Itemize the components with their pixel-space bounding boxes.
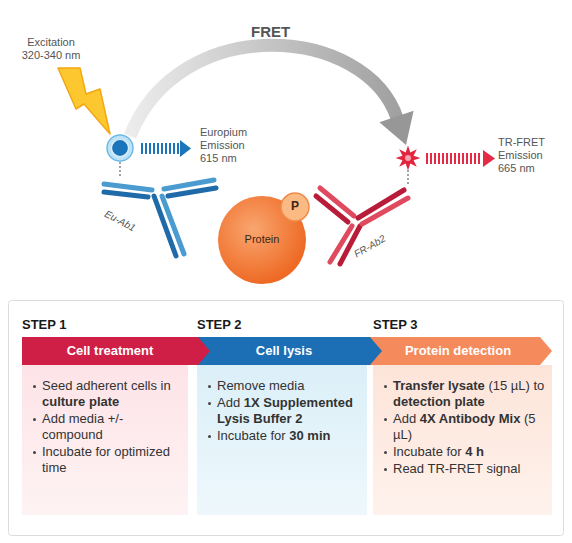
protein-label: Protein xyxy=(217,233,307,246)
bullet-list: Transfer lysate (15 µL) to detection pla… xyxy=(373,365,552,478)
emission-label: TR-FRET Emission 665 nm xyxy=(498,136,556,175)
bullet-text: Seed adherent cells in culture plate xyxy=(42,378,182,410)
acceptor-star: TR-FRET Emission 665 nm xyxy=(396,146,420,170)
bullet-text: Incubate for optimized time xyxy=(42,444,182,476)
protein-circle: Protein P xyxy=(217,195,307,285)
bullet-text: Add 1X Supplemented Lysis Buffer 2 xyxy=(217,395,361,427)
step-band: STEP 2Cell lysis xyxy=(190,337,382,365)
step-heading: STEP 2 xyxy=(197,317,242,332)
bold-text: detection plate xyxy=(393,394,485,409)
eu-antibody: Eu-Ab1 xyxy=(98,176,222,262)
acceptor-star-shape xyxy=(396,146,420,170)
emission-bars xyxy=(141,140,191,157)
excitation-label: Excitation 320-340 nm xyxy=(16,36,86,62)
phospho-circle: P xyxy=(280,192,310,222)
dashed-line xyxy=(119,162,120,176)
step-title: Protein detection xyxy=(378,337,538,365)
bold-text: 4X Antibody Mix xyxy=(420,411,521,426)
steps-panel xyxy=(9,301,564,536)
bullet-text: Remove media xyxy=(217,378,361,394)
step-heading: STEP 1 xyxy=(22,317,67,332)
antibody-label: FR-Ab2 xyxy=(352,233,388,261)
step-heading: STEP 3 xyxy=(373,317,418,332)
bullet-text: Transfer lysate (15 µL) to detection pla… xyxy=(393,378,546,410)
bullet-text: Add media +/- compound xyxy=(42,411,182,443)
phospho-label: P xyxy=(280,200,310,213)
arrow-head xyxy=(379,111,413,145)
bullet-text: Add 4X Antibody Mix (5 µL) xyxy=(393,411,546,443)
bold-text: Transfer lysate xyxy=(393,378,485,393)
arrow-label: FRET xyxy=(231,23,311,40)
step-band: STEP 1Cell treatment xyxy=(22,337,210,365)
bullet-text: Read TR-FRET signal xyxy=(393,461,546,477)
europium-donor: Europium Emission 615 nm xyxy=(106,134,134,162)
bullet-text: Incubate for 30 min xyxy=(217,428,361,444)
lightning-bolt xyxy=(58,68,110,134)
emission-bars xyxy=(426,150,495,167)
fret-arrow xyxy=(130,45,414,145)
emission-label: Europium Emission 615 nm xyxy=(200,126,258,165)
step-band: STEP 3Protein detection xyxy=(368,337,552,365)
step-title: Cell treatment xyxy=(22,337,198,365)
europium-donor-shape xyxy=(106,134,134,162)
bold-text: 4 h xyxy=(465,444,484,459)
bold-text: 30 min xyxy=(289,428,330,443)
step-box: Seed adherent cells in culture plateAdd … xyxy=(22,365,188,515)
bold-text: culture plate xyxy=(42,394,119,409)
step-title: Cell lysis xyxy=(204,337,364,365)
fr-antibody: FR-Ab2 xyxy=(312,184,412,266)
antibody-label: Eu-Ab1 xyxy=(102,208,137,234)
curved-arrow xyxy=(130,45,397,136)
step-box: Transfer lysate (15 µL) to detection pla… xyxy=(373,365,552,515)
bullet-text: Incubate for 4 h xyxy=(393,444,546,460)
bullet-list: Seed adherent cells in culture plateAdd … xyxy=(22,365,188,477)
bold-text: 1X Supplemented Lysis Buffer 2 xyxy=(217,395,353,426)
bullet-list: Remove mediaAdd 1X Supplemented Lysis Bu… xyxy=(197,365,367,445)
dashed-line xyxy=(407,170,408,184)
step-box: Remove mediaAdd 1X Supplemented Lysis Bu… xyxy=(197,365,367,515)
dashed-link xyxy=(120,162,121,176)
dashed-link xyxy=(408,170,409,184)
